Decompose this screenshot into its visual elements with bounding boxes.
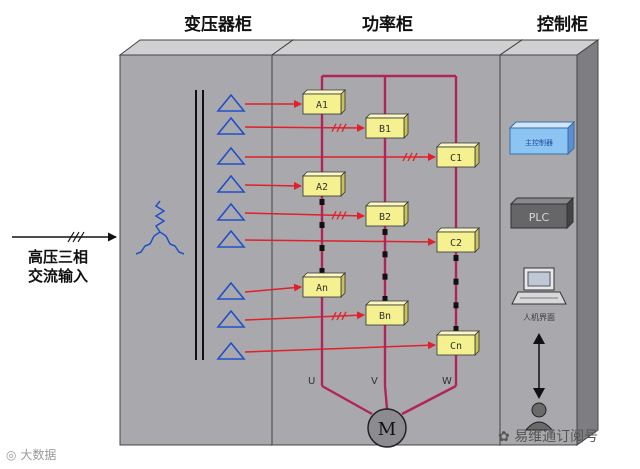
watermark-left-text: 大数据 [20, 448, 57, 462]
feed-arrow [244, 237, 436, 246]
hmi-link-arrow [533, 333, 545, 399]
plc-label: PLC [529, 211, 550, 224]
watermark-left: ◎ 大数据 [6, 446, 56, 463]
hatch-mark [336, 311, 342, 321]
power-module-label: B2 [379, 212, 391, 223]
phase-label: U [308, 376, 315, 387]
power-module: C2 [436, 227, 480, 253]
input-arrow [12, 231, 117, 243]
power-module-label: A1 [316, 100, 328, 111]
power-module: An [302, 272, 346, 298]
power-module: A2 [302, 171, 346, 197]
feed-arrows [244, 100, 436, 353]
ellipsis-dot [382, 229, 388, 235]
motor-feed-wire [321, 384, 373, 416]
power-module-label: Bn [379, 311, 391, 322]
hatch-mark [331, 311, 337, 321]
hatch-mark [336, 211, 342, 220]
power-module-label: B1 [379, 124, 391, 135]
ellipsis-dot [382, 296, 388, 302]
ellipsis-dot [453, 278, 459, 285]
control-cabinet-title: 控制柜 [537, 15, 588, 35]
secondary-windings [216, 93, 246, 360]
ellipsis-dot [453, 255, 459, 261]
power-cabinet-title: 功率柜 [362, 15, 413, 35]
plc-device: PLC [509, 196, 575, 230]
phase-label: W [442, 376, 452, 387]
hatch-mark [341, 311, 347, 321]
input-label-line-2: 交流输入 [28, 267, 89, 285]
hatch-mark [341, 123, 347, 133]
operator-icon [524, 402, 554, 431]
input-label-line-1: 高压三相 [28, 248, 89, 266]
winding-triangle-icon [216, 309, 246, 328]
ellipsis-dots [319, 199, 459, 332]
hatch-mark [412, 152, 418, 162]
motor-label: M [378, 419, 396, 440]
motor-feed-wire [383, 385, 389, 410]
watermark-right-text: 易维通订阅号 [514, 429, 599, 445]
feed-arrow [244, 181, 302, 190]
ellipsis-dot [319, 199, 325, 205]
power-module: B1 [365, 113, 409, 139]
ellipsis-dot [319, 245, 325, 251]
main-controller: 主控制器 [508, 120, 576, 156]
hatch-mark [402, 152, 408, 162]
feed-arrow [244, 123, 365, 132]
winding-triangle-icon [216, 174, 246, 193]
power-module-label: C2 [450, 238, 462, 249]
ellipsis-dot [382, 251, 388, 258]
hatch-mark [331, 210, 337, 220]
winding-triangle-icon [216, 229, 246, 248]
winding-triangle-icon [216, 281, 246, 300]
motor: M [367, 408, 407, 448]
watermark-right: ✿ 易维通订阅号 [498, 426, 598, 446]
power-module: B2 [365, 201, 409, 227]
wechat-logo-icon: ✿ [498, 429, 510, 445]
ellipsis-dot [453, 302, 459, 309]
power-module-label: A2 [316, 182, 328, 193]
control-cabinet [498, 39, 600, 446]
power-module-label: Cn [450, 341, 462, 352]
wechat-logo-icon: ◎ [6, 448, 17, 462]
hatch-mark [336, 123, 342, 133]
power-module: Bn [365, 300, 409, 326]
ellipsis-dot [319, 268, 325, 274]
power-module: A1 [302, 89, 346, 115]
ellipsis-dot [453, 326, 459, 332]
phase-label: V [371, 376, 378, 387]
transformer-cabinet-title: 变压器柜 [184, 15, 252, 35]
hmi-icon: 人机界面 [511, 267, 567, 322]
motor-feed-wire [401, 384, 457, 416]
hmi-label: 人机界面 [523, 312, 555, 322]
main-controller-label: 主控制器 [525, 138, 553, 147]
power-module: C1 [436, 142, 480, 168]
winding-triangle-icon [216, 116, 246, 135]
hatch-mark [331, 123, 337, 133]
ellipsis-dot [319, 222, 325, 228]
power-module: Cn [436, 330, 480, 356]
input-label: 高压三相 交流输入 [28, 248, 88, 286]
feed-arrow [244, 283, 302, 293]
transformer-cabinet [118, 39, 295, 446]
primary-winding-icon [135, 200, 185, 255]
winding-triangle-icon [216, 146, 246, 165]
ellipsis-dot [382, 273, 388, 280]
winding-triangle-icon [216, 202, 246, 221]
hatch-mark [341, 211, 347, 220]
winding-triangle-icon [216, 93, 246, 112]
power-module-label: An [316, 283, 328, 294]
hatch-mark [407, 152, 413, 162]
feed-arrow [244, 341, 436, 353]
phase-labels: U V W [308, 376, 452, 387]
winding-triangle-icon [216, 341, 246, 360]
power-module-label: C1 [450, 153, 462, 164]
